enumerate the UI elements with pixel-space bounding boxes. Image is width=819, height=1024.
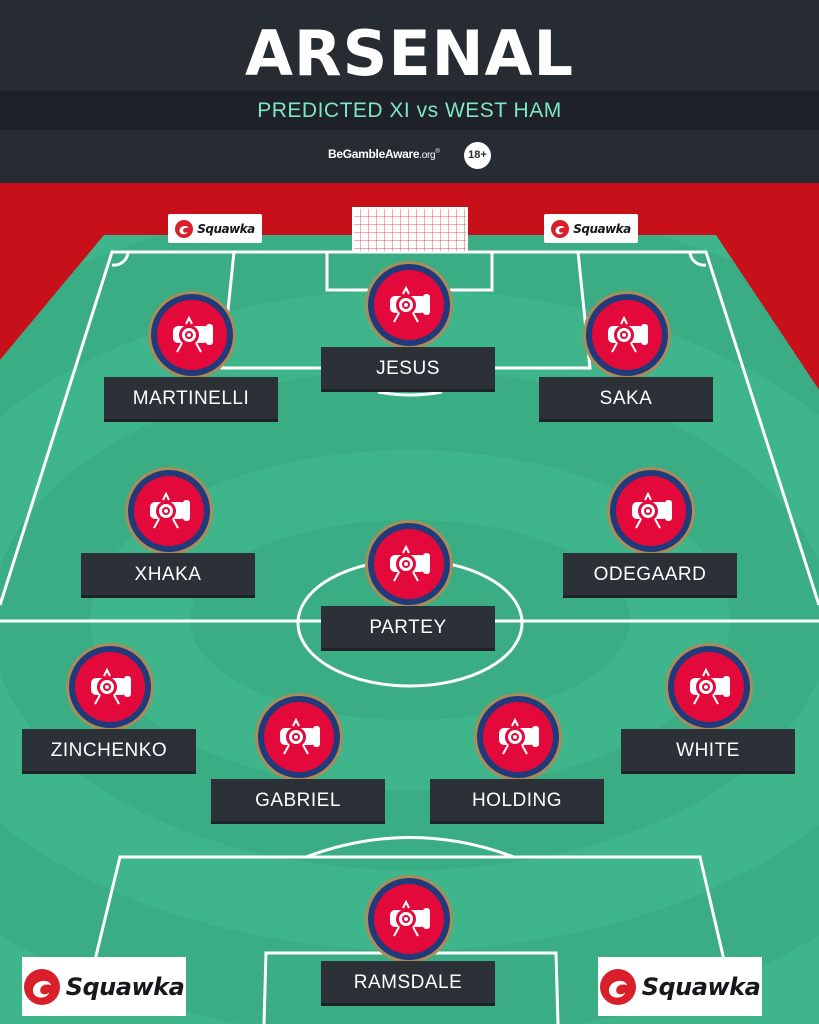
cannon-crest-icon bbox=[150, 491, 190, 529]
club-badge bbox=[365, 261, 453, 349]
team-title: ARSENAL bbox=[244, 17, 575, 90]
player-name: HOLDING bbox=[430, 779, 604, 824]
player-card-ramsdale[interactable]: RAMSDALE bbox=[321, 875, 497, 1006]
player-name: GABRIEL bbox=[211, 779, 385, 824]
cannon-crest-icon bbox=[173, 315, 213, 353]
player-name: JESUS bbox=[321, 347, 495, 392]
club-badge bbox=[665, 643, 753, 731]
squawka-label: Squawka bbox=[641, 972, 761, 1001]
club-badge bbox=[66, 643, 154, 731]
club-badge bbox=[474, 693, 562, 781]
squawka-logo-bottom-left[interactable]: Squawka bbox=[22, 957, 186, 1016]
player-card-white[interactable]: WHITE bbox=[621, 643, 797, 774]
squawka-label: Squawka bbox=[573, 221, 631, 236]
squawka-logo-top-left[interactable]: Squawka bbox=[168, 214, 262, 243]
subtitle-bar bbox=[0, 91, 819, 130]
player-card-zinchenko[interactable]: ZINCHENKO bbox=[22, 643, 198, 774]
club-badge bbox=[365, 520, 453, 608]
player-name: ZINCHENKO bbox=[22, 729, 196, 774]
gamble-aware-logo[interactable]: BeGambleAware.org® bbox=[328, 147, 440, 161]
squawka-bird-icon bbox=[175, 219, 194, 238]
cannon-crest-icon bbox=[632, 491, 672, 529]
cannon-crest-icon bbox=[690, 667, 730, 705]
cannon-crest-icon bbox=[390, 285, 430, 323]
club-badge bbox=[583, 291, 671, 379]
club-badge bbox=[255, 693, 343, 781]
player-name: PARTEY bbox=[321, 606, 495, 651]
player-name: MARTINELLI bbox=[104, 377, 278, 422]
club-badge bbox=[607, 467, 695, 555]
squawka-bird-icon bbox=[599, 968, 636, 1005]
age-badge: 18+ bbox=[464, 142, 491, 169]
player-name: RAMSDALE bbox=[321, 961, 495, 1006]
player-card-gabriel[interactable]: GABRIEL bbox=[211, 693, 387, 824]
club-badge bbox=[365, 875, 453, 963]
club-badge bbox=[148, 291, 236, 379]
goal-net bbox=[352, 207, 468, 253]
player-card-xhaka[interactable]: XHAKA bbox=[81, 467, 257, 598]
squawka-label: Squawka bbox=[197, 221, 255, 236]
player-card-martinelli[interactable]: MARTINELLI bbox=[104, 291, 280, 422]
cannon-crest-icon bbox=[280, 717, 320, 755]
squawka-logo-top-right[interactable]: Squawka bbox=[544, 214, 638, 243]
player-name: ODEGAARD bbox=[563, 553, 737, 598]
player-name: XHAKA bbox=[81, 553, 255, 598]
player-name: SAKA bbox=[539, 377, 713, 422]
squawka-bird-icon bbox=[23, 968, 60, 1005]
player-card-jesus[interactable]: JESUS bbox=[321, 261, 497, 392]
squawka-bird-icon bbox=[551, 219, 570, 238]
gamble-aware-suffix: .org bbox=[419, 150, 436, 161]
subtitle: PREDICTED XI vs WEST HAM bbox=[257, 99, 562, 122]
cannon-crest-icon bbox=[608, 315, 648, 353]
gamble-aware-brand: BeGambleAware bbox=[328, 147, 420, 161]
cannon-crest-icon bbox=[91, 667, 131, 705]
player-card-saka[interactable]: SAKA bbox=[539, 291, 715, 422]
cannon-crest-icon bbox=[499, 717, 539, 755]
player-card-odegaard[interactable]: ODEGAARD bbox=[563, 467, 739, 598]
cannon-crest-icon bbox=[390, 899, 430, 937]
squawka-label: Squawka bbox=[65, 972, 185, 1001]
squawka-logo-bottom-right[interactable]: Squawka bbox=[598, 957, 762, 1016]
cannon-crest-icon bbox=[390, 544, 430, 582]
player-name: WHITE bbox=[621, 729, 795, 774]
registered-mark: ® bbox=[435, 149, 440, 155]
player-card-partey[interactable]: PARTEY bbox=[321, 520, 497, 651]
player-card-holding[interactable]: HOLDING bbox=[430, 693, 606, 824]
club-badge bbox=[125, 467, 213, 555]
